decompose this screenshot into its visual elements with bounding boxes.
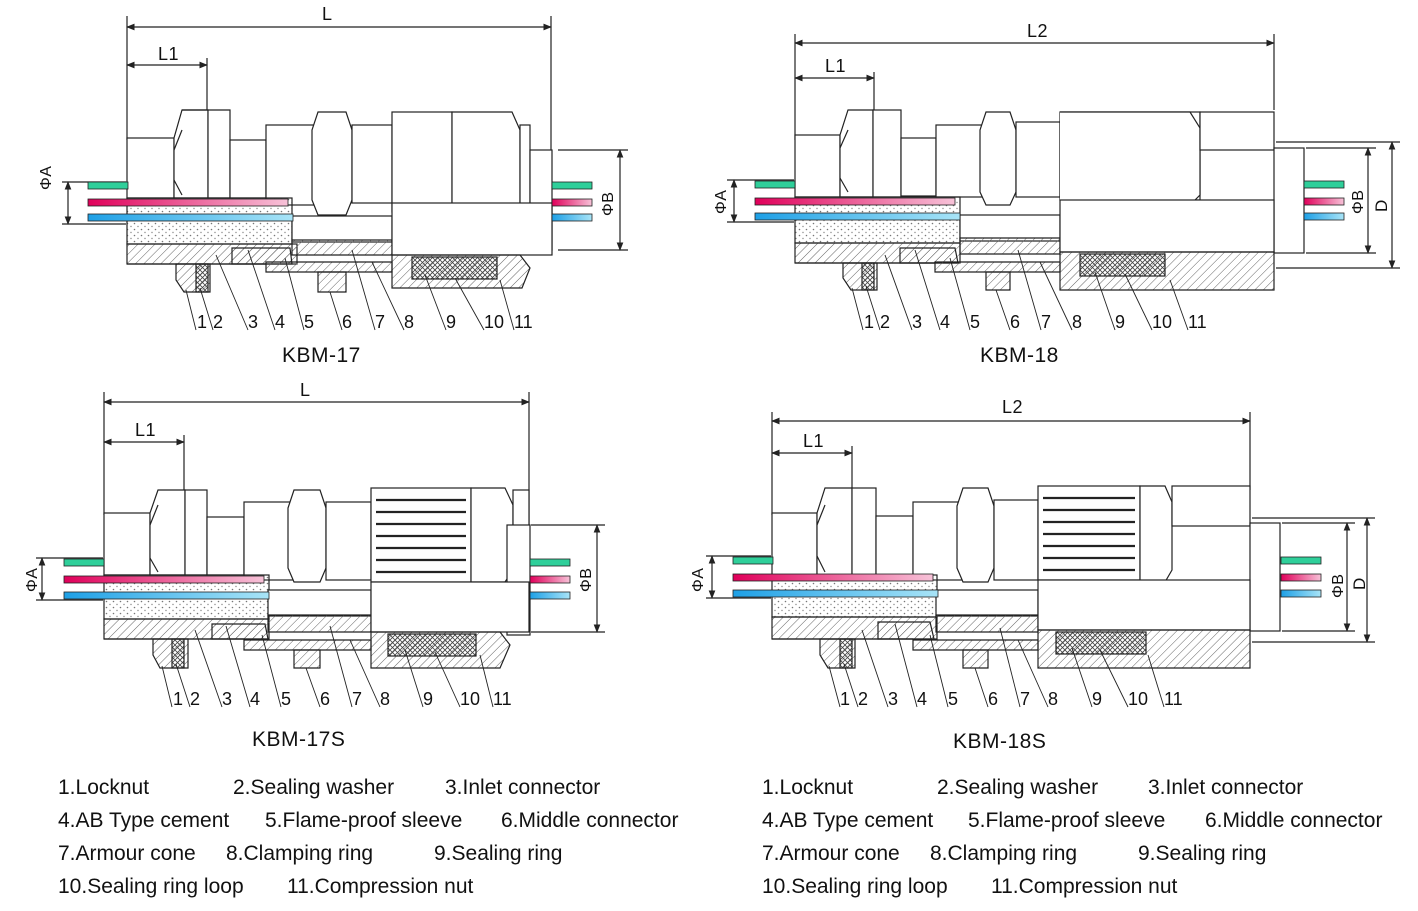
part-number-7: 7 [375, 312, 386, 332]
part-number-10: 10 [484, 312, 505, 332]
kbm18s-length-label: L2 [1002, 397, 1024, 417]
legend-item: 5.Flame-proof sleeve [265, 809, 463, 832]
legend-item: 7.Armour cone [762, 842, 900, 865]
legend-item: 2.Sealing washer [233, 776, 395, 799]
part-number-1: 1 [864, 312, 875, 332]
legend-item: 6.Middle connector [501, 809, 679, 832]
legend-item: 6.Middle connector [1205, 809, 1383, 832]
part-number-2: 2 [213, 312, 224, 332]
legend-item: 11.Compression nut [287, 875, 474, 898]
kbm18s-phib-label: ΦB [1330, 573, 1347, 598]
part-number-10: 10 [460, 689, 481, 709]
part-number-3: 3 [912, 312, 923, 332]
kbm17-phib-label: ΦB [600, 191, 617, 216]
part-number-11: 11 [514, 312, 533, 332]
title-kbm17s: KBM-17S [252, 728, 346, 751]
legend-item: 4.AB Type cement [762, 809, 934, 832]
legend-item: 7.Armour cone [58, 842, 196, 865]
figure-kbm17 [62, 16, 628, 331]
kbm17-length-label: L [322, 4, 333, 24]
title-kbm18s: KBM-18S [953, 730, 1047, 753]
part-number-2: 2 [858, 689, 869, 709]
title-kbm17: KBM-17 [282, 344, 361, 367]
figure-kbm18 [727, 34, 1400, 331]
legend-item: 3.Inlet connector [1148, 776, 1304, 799]
part-number-7: 7 [352, 689, 363, 709]
part-number-4: 4 [917, 689, 928, 709]
legend-item: 1.Locknut [762, 776, 854, 799]
part-number-3: 3 [248, 312, 259, 332]
legend-item: 10.Sealing ring loop [762, 875, 948, 898]
part-number-10: 10 [1128, 689, 1149, 709]
part-number-4: 4 [250, 689, 261, 709]
part-number-2: 2 [880, 312, 891, 332]
part-number-4: 4 [275, 312, 286, 332]
part-number-7: 7 [1041, 312, 1052, 332]
part-number-8: 8 [1048, 689, 1059, 709]
part-number-5: 5 [304, 312, 315, 332]
legend-item: 4.AB Type cement [58, 809, 230, 832]
legend-item: 11.Compression nut [991, 875, 1178, 898]
kbm17-l1-label: L1 [158, 44, 180, 64]
part-number-6: 6 [320, 689, 331, 709]
kbm17s-phib-label: ΦB [578, 567, 595, 592]
part-number-11: 11 [493, 689, 512, 709]
legend-item: 5.Flame-proof sleeve [968, 809, 1166, 832]
legend-item: 10.Sealing ring loop [58, 875, 244, 898]
part-number-6: 6 [342, 312, 353, 332]
part-number-6: 6 [1010, 312, 1021, 332]
part-number-9: 9 [1115, 312, 1126, 332]
kbm17s-length-label: L [300, 380, 311, 400]
kbm18s-l1-label: L1 [803, 431, 825, 451]
legend-item: 3.Inlet connector [445, 776, 601, 799]
part-number-11: 11 [1188, 312, 1207, 332]
part-number-8: 8 [404, 312, 415, 332]
part-number-5: 5 [970, 312, 981, 332]
part-number-5: 5 [948, 689, 959, 709]
part-number-8: 8 [380, 689, 391, 709]
kbm18-length-label: L2 [1027, 21, 1049, 41]
kbm17s-l1-label: L1 [135, 420, 157, 440]
part-number-1: 1 [197, 312, 208, 332]
part-number-9: 9 [1092, 689, 1103, 709]
legend-item: 9.Sealing ring [434, 842, 563, 865]
part-number-5: 5 [281, 689, 292, 709]
part-number-6: 6 [988, 689, 999, 709]
part-number-1: 1 [173, 689, 184, 709]
kbm18s-phia-label: ΦA [690, 567, 707, 592]
part-number-7: 7 [1020, 689, 1031, 709]
kbm18-d-label: D [1372, 199, 1391, 212]
part-number-2: 2 [190, 689, 201, 709]
part-number-8: 8 [1072, 312, 1083, 332]
legend-item: 8.Clamping ring [930, 842, 1078, 865]
figure-kbm17s [36, 392, 605, 708]
title-kbm18: KBM-18 [980, 344, 1059, 367]
part-number-3: 3 [888, 689, 899, 709]
kbm18-phib-label: ΦB [1350, 189, 1367, 214]
figure-kbm18s [706, 412, 1375, 708]
part-number-9: 9 [446, 312, 457, 332]
legend-item: 2.Sealing washer [937, 776, 1099, 799]
part-number-3: 3 [222, 689, 233, 709]
part-number-4: 4 [940, 312, 951, 332]
kbm17s-phia-label: ΦA [24, 567, 41, 592]
kbm18s-d-label: D [1350, 577, 1369, 590]
legend-item: 1.Locknut [58, 776, 150, 799]
legend-item: 8.Clamping ring [226, 842, 374, 865]
part-number-1: 1 [840, 689, 851, 709]
part-number-9: 9 [423, 689, 434, 709]
part-number-10: 10 [1152, 312, 1173, 332]
legend-item: 9.Sealing ring [1138, 842, 1267, 865]
kbm18-l1-label: L1 [825, 56, 847, 76]
kbm18-phia-label: ΦA [713, 189, 730, 214]
kbm17-phia-label: ΦA [38, 165, 55, 190]
part-number-11: 11 [1164, 689, 1183, 709]
